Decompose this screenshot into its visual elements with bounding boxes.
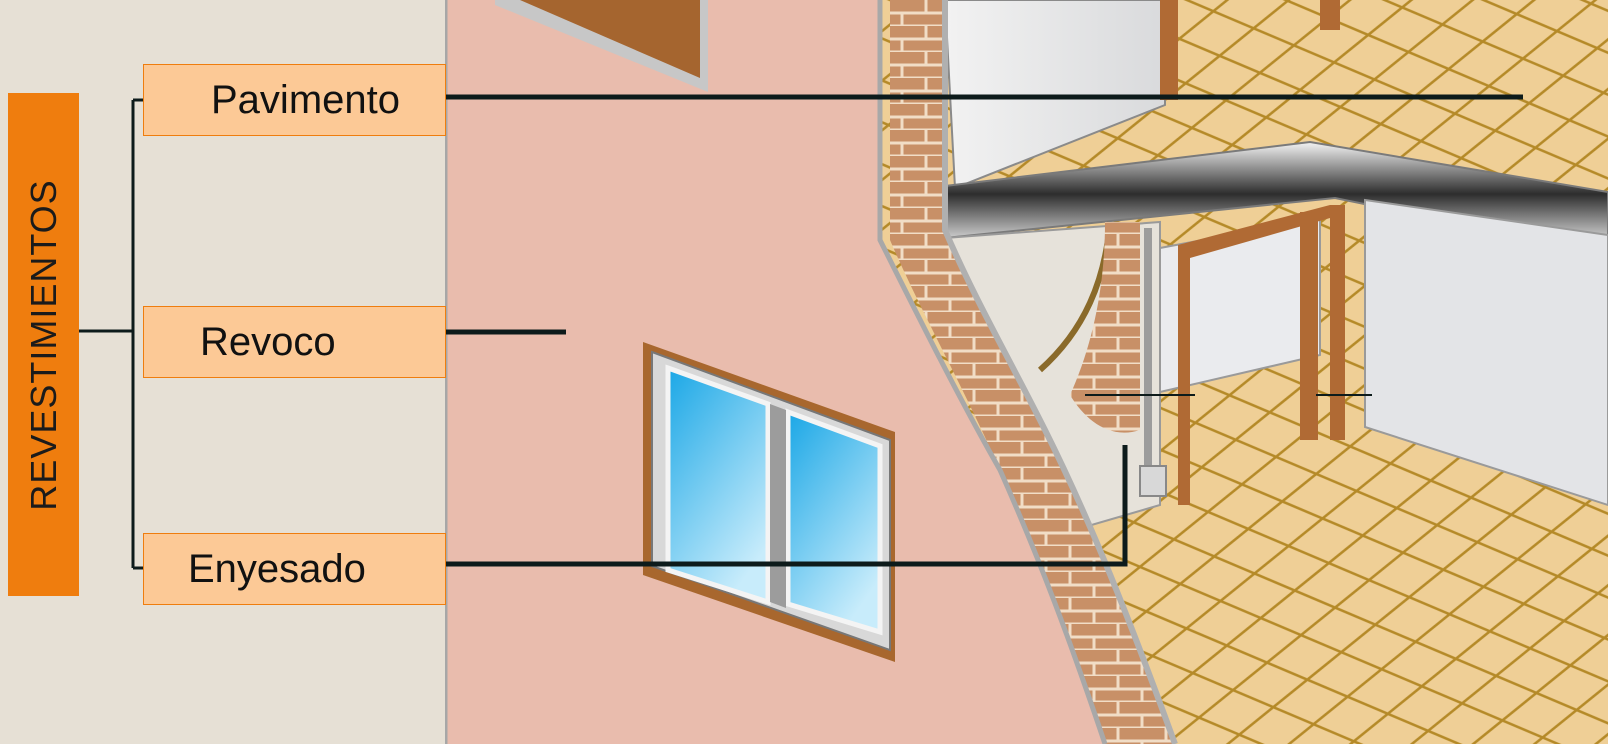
diagram-title: REVESTIMIENTOS (23, 179, 65, 510)
label-box-pavimento: Pavimento (143, 64, 446, 136)
label-enyesado: Enyesado (188, 547, 366, 592)
label-box-revoco: Revoco (143, 306, 446, 378)
label-revoco: Revoco (200, 320, 336, 365)
door-frame-top (1320, 0, 1340, 30)
switch-box (1140, 466, 1166, 496)
door-frame-left (1300, 212, 1318, 440)
label-box-enyesado: Enyesado (143, 533, 446, 605)
door-frame-upper (1160, 0, 1178, 100)
diagram-title-box: REVESTIMIENTOS (8, 93, 79, 596)
label-pavimento: Pavimento (211, 78, 400, 123)
